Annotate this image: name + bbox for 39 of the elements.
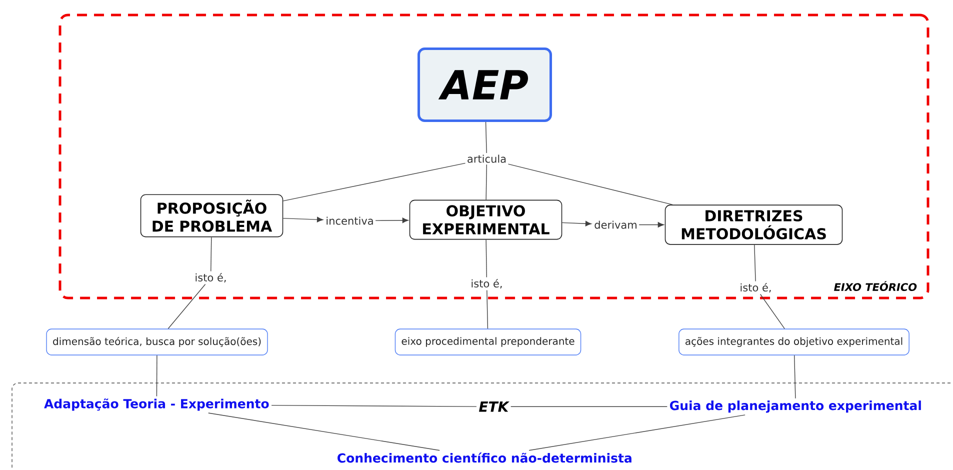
connector: [528, 414, 746, 451]
connector: [510, 406, 668, 407]
connector: [485, 122, 487, 154]
connector: [168, 284, 206, 329]
frame-heading: EIXO TEÓRICO: [834, 281, 917, 292]
connector: [486, 239, 487, 278]
concept-box: OBJETIVO EXPERIMENTAL: [409, 200, 562, 240]
concept-text: Guia de planejamento experimental: [667, 398, 924, 415]
connector: [486, 290, 488, 329]
connector: [208, 412, 440, 451]
note-box: ações integrantes do objetivo experimental: [678, 328, 910, 356]
concept-text: Conhecimento científico não-determinista: [334, 450, 634, 465]
connector: [282, 162, 466, 202]
concept-text: ETK: [476, 400, 511, 414]
title-box: AEP: [418, 48, 552, 122]
connector: [562, 220, 592, 226]
connector: [638, 222, 664, 228]
linking-phrase: derivam: [592, 219, 639, 230]
linking-phrase: incentiva: [324, 215, 376, 226]
connector: [282, 216, 324, 222]
connector: [210, 236, 212, 272]
connector: [754, 244, 756, 282]
note-box: dimensão teórica, busca por solução(ões): [46, 328, 268, 356]
linking-phrase: isto é,: [193, 271, 228, 284]
concept-text: Adaptação Teoria - Experimento: [42, 396, 272, 413]
connector: [508, 164, 673, 206]
connector: [156, 354, 158, 397]
concept-box: PROPOSIÇÃO DE PROBLEMA: [140, 194, 284, 238]
linking-phrase: isto é,: [738, 281, 774, 294]
connector: [760, 294, 785, 329]
connector: [375, 218, 408, 224]
linking-phrase: articula: [465, 153, 508, 164]
linking-phrase: isto é,: [469, 277, 504, 290]
concept-box: DIRETRIZES METODOLÓGICAS: [664, 204, 843, 245]
note-box: eixo procedimental preponderante: [394, 328, 582, 356]
connector: [486, 164, 488, 200]
connector: [794, 354, 796, 399]
dashed-frame: [12, 382, 953, 470]
connector: [271, 404, 477, 407]
